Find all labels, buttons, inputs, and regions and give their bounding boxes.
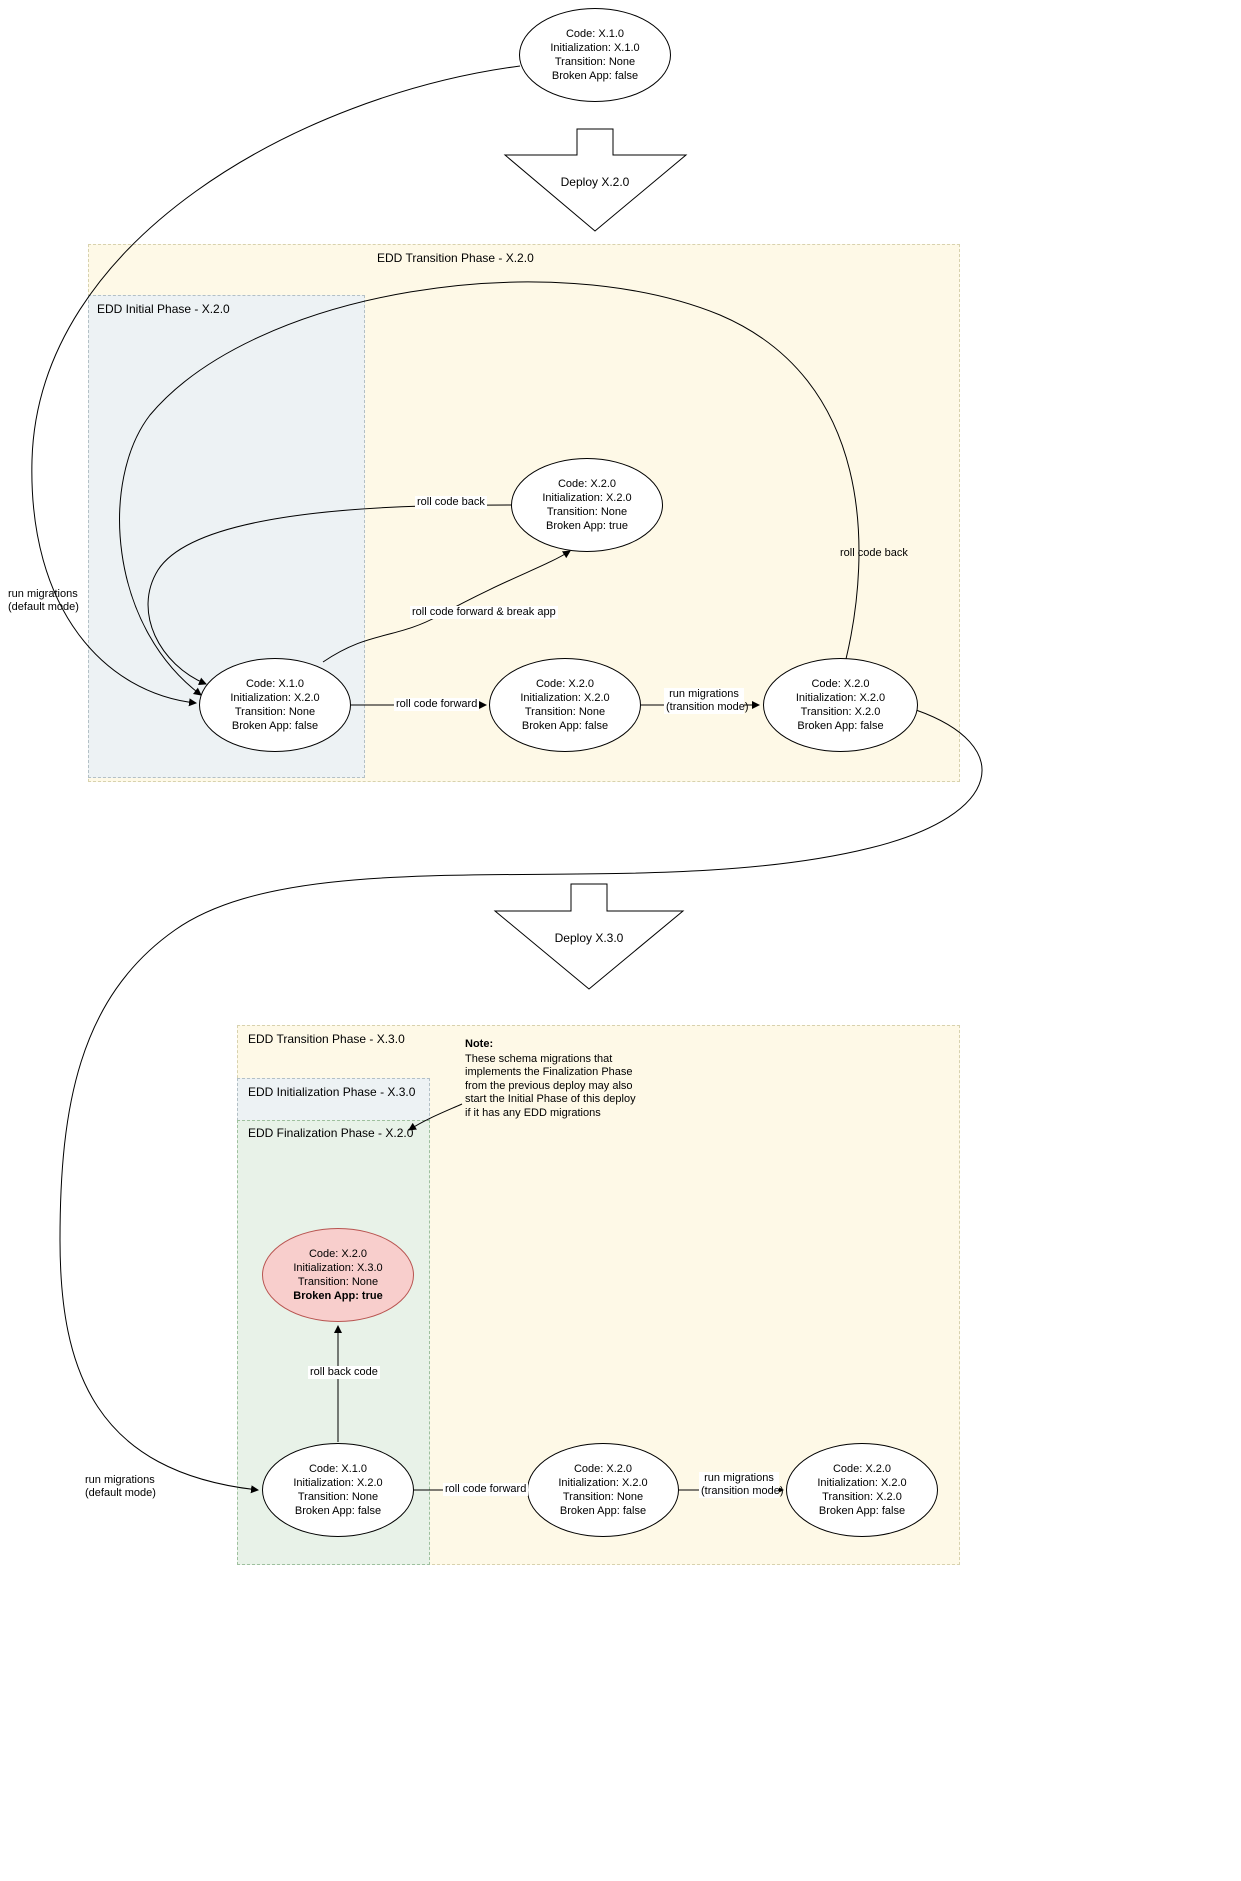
note-title: Note:: [465, 1038, 494, 1050]
node-line: Transition: None: [554, 56, 636, 68]
node-line: Code: X.2.0: [535, 678, 595, 690]
note-line: start the Initial Phase of this deploy: [465, 1093, 636, 1105]
node-line: Transition: X.2.0: [822, 1491, 902, 1503]
region-title-finalization-x2: EDD Finalization Phase - X.2.0: [248, 1126, 414, 1140]
state-node-x2-transition: Code: X.2.0 Initialization: X.2.0 Transi…: [763, 658, 918, 752]
node-line: Transition: None: [562, 1491, 644, 1503]
node-line: Broken App: true: [293, 1290, 383, 1302]
edge-note-pointer: [408, 1103, 463, 1131]
edge-label-roll-code-back-1: roll code back: [415, 496, 487, 509]
node-line: Code: X.2.0: [573, 1463, 633, 1475]
edge-label-line: run migrations: [8, 588, 78, 600]
edge-run-migrations-default-1: [31, 65, 521, 707]
edge-label-run-migrations-default-1: run migrations (default mode): [6, 588, 81, 614]
region-title-initialization-x3: EDD Initialization Phase - X.3.0: [248, 1085, 416, 1099]
node-line: Initialization: X.2.0: [520, 692, 610, 704]
node-line: Code: X.1.0: [245, 678, 305, 690]
node-line: Code: X.2.0: [557, 478, 617, 490]
state-node-x3-initial: Code: X.1.0 Initialization: X.2.0 Transi…: [262, 1443, 414, 1537]
node-line: Broken App: true: [546, 520, 628, 532]
state-node-x2-code: Code: X.2.0 Initialization: X.2.0 Transi…: [489, 658, 641, 752]
node-line: Transition: X.2.0: [800, 706, 881, 718]
node-line: Initialization: X.2.0: [795, 692, 886, 704]
node-line: Code: X.2.0: [308, 1248, 368, 1260]
node-line: Transition: None: [524, 706, 606, 718]
region-title-transition-x2: EDD Transition Phase - X.2.0: [377, 251, 534, 265]
state-node-start: Code: X.1.0 Initialization: X.1.0 Transi…: [519, 8, 671, 102]
edge-roll-code-back-2: [119, 281, 860, 696]
deploy-x3-label: Deploy X.3.0: [554, 931, 624, 945]
edge-label-run-migrations-transition-1: run migrations (transition mode): [664, 688, 749, 714]
node-line: Initialization: X.2.0: [293, 1477, 383, 1489]
node-line: Initialization: X.2.0: [542, 492, 632, 504]
edge-label-line: run migrations: [704, 1472, 774, 1484]
note-block: Note: These schema migrations that imple…: [465, 1038, 636, 1120]
state-node-x3-code: Code: X.2.0 Initialization: X.2.0 Transi…: [527, 1443, 679, 1537]
region-title-initial-x2: EDD Initial Phase - X.2.0: [97, 302, 230, 316]
node-line: Code: X.2.0: [811, 678, 870, 690]
note-line: from the previous deploy may also: [465, 1079, 633, 1092]
edge-label-run-migrations-transition-2: run migrations (transition mode): [699, 1472, 784, 1498]
edge-label-roll-code-back-2: roll code back: [840, 547, 908, 559]
node-line: Transition: None: [234, 706, 316, 718]
deploy-x2-block-arrow: [503, 128, 688, 232]
edge-roll-code-back-1: [147, 504, 512, 686]
node-line: Broken App: false: [551, 70, 639, 82]
edge-label-roll-code-forward-2: roll code forward: [443, 1483, 529, 1496]
state-node-x3-broken: Code: X.2.0 Initialization: X.3.0 Transi…: [262, 1228, 414, 1322]
edge-label-roll-code-forward-1: roll code forward: [394, 698, 480, 711]
node-line: Broken App: false: [559, 1505, 647, 1517]
node-line: Transition: None: [546, 506, 628, 518]
node-line: Broken App: false: [797, 720, 884, 732]
edge-label-line: run migrations: [669, 688, 739, 700]
note-line: if it has any EDD migrations: [465, 1106, 601, 1119]
edge-label-line: (default mode): [85, 1487, 156, 1499]
deploy-x3-block-arrow: [493, 883, 685, 990]
node-line: Initialization: X.1.0: [550, 42, 640, 54]
note-line: These schema migrations that: [465, 1052, 613, 1065]
state-node-x2-initial: Code: X.1.0 Initialization: X.2.0 Transi…: [199, 658, 351, 752]
node-line: Transition: None: [297, 1276, 379, 1288]
node-line: Initialization: X.2.0: [558, 1477, 648, 1489]
edge-label-line: run migrations: [85, 1474, 155, 1486]
deploy-x2-label: Deploy X.2.0: [560, 175, 630, 189]
node-line: Broken App: false: [818, 1505, 906, 1517]
node-line: Code: X.1.0: [308, 1463, 368, 1475]
edge-label-run-migrations-default-2: run migrations (default mode): [83, 1474, 158, 1500]
note-line: implements the Finalization Phase: [465, 1066, 633, 1078]
state-node-x2-broken: Code: X.2.0 Initialization: X.2.0 Transi…: [511, 458, 663, 552]
node-line: Broken App: false: [294, 1505, 382, 1517]
edge-label-line: (transition mode): [701, 1485, 784, 1497]
state-node-x3-transition: Code: X.2.0 Initialization: X.2.0 Transi…: [786, 1443, 938, 1537]
edge-label-roll-code-forward-break-app: roll code forward & break app: [410, 606, 558, 619]
node-line: Broken App: false: [231, 720, 319, 732]
node-line: Initialization: X.2.0: [230, 692, 320, 704]
node-line: Code: X.1.0: [565, 28, 625, 40]
region-title-transition-x3: EDD Transition Phase - X.3.0: [248, 1032, 405, 1046]
node-line: Initialization: X.2.0: [817, 1477, 907, 1489]
edge-label-roll-back-code: roll back code: [308, 1366, 380, 1379]
edge-label-line: (transition mode): [666, 701, 749, 713]
edge-run-migrations-default-2: [59, 709, 983, 1494]
node-line: Broken App: false: [521, 720, 609, 732]
edge-label-line: (default mode): [8, 601, 79, 613]
node-line: Initialization: X.3.0: [293, 1262, 383, 1274]
node-line: Code: X.2.0: [832, 1463, 892, 1475]
node-line: Transition: None: [297, 1491, 379, 1503]
